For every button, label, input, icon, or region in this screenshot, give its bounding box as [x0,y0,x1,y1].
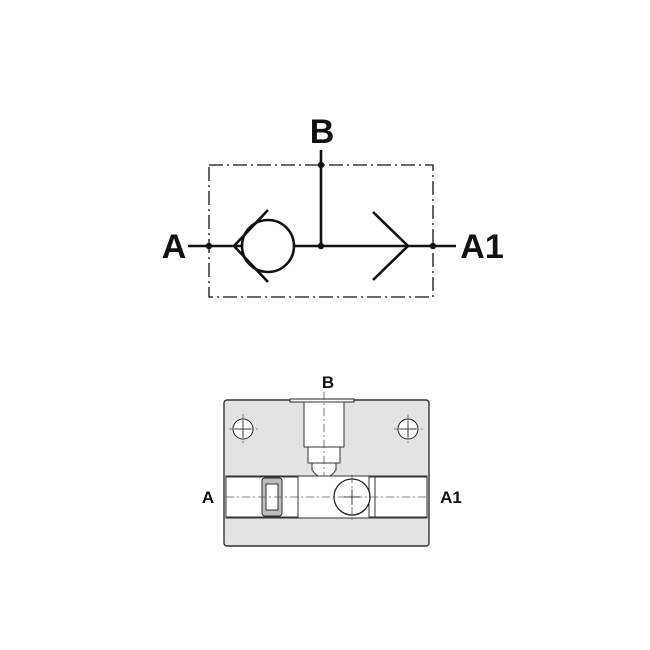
symbol-port-a1-label: A1 [460,228,503,266]
hole-crosshairs [235,421,416,505]
junction-dot [317,161,325,169]
hydraulic-symbol [188,150,456,298]
flow-arrow-icon [372,211,410,281]
junction-dot [205,242,213,250]
junction-dot [317,242,325,250]
section-port-b-label: B [322,373,334,392]
check-seat-icon [232,209,269,283]
valve-section-view [223,392,430,547]
section-port-a1-label: A1 [440,488,462,507]
check-ball-icon [240,218,296,274]
section-port-a-label: A [202,488,214,507]
junction-dot [429,242,437,250]
symbol-port-b-label: B [310,113,335,151]
symbol-port-a-label: A [162,228,187,266]
symbol-envelope [208,164,434,298]
